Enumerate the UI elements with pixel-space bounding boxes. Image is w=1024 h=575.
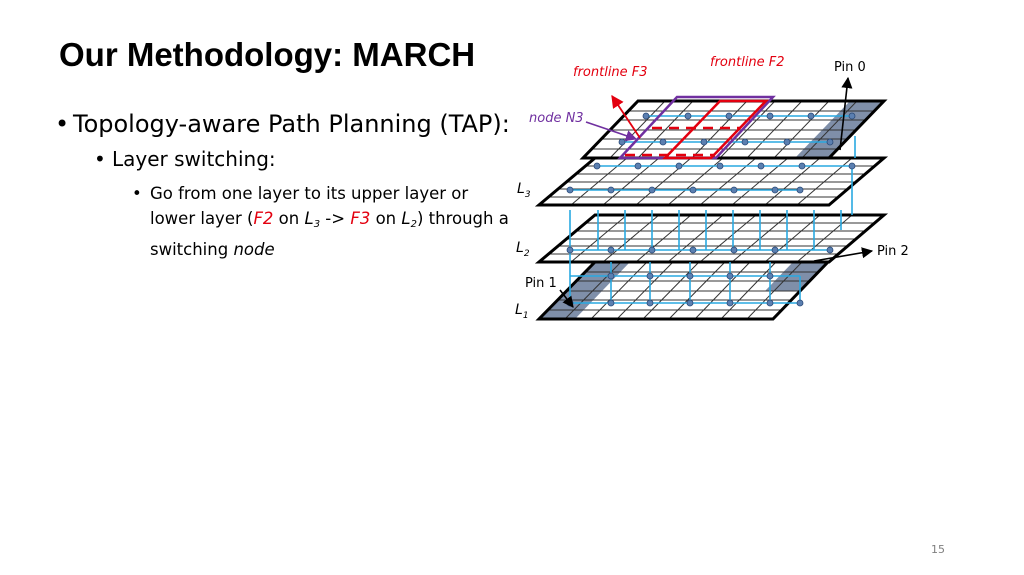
bullet-level1-text: Topology-aware Path Planning (TAP): [73,110,510,138]
bullet-level3: • Go from one layer to its upper layer or… [132,181,509,262]
pin2-label: Pin 2 [877,244,909,259]
layer-l1-label: L1 [515,302,529,321]
layer-l3-label: L3 [517,181,531,200]
bullet-level1: •Topology-aware Path Planning (TAP): [55,110,510,138]
routing-nodes [566,112,856,307]
bullet-level3-line2: lower layer (F2 on L3 -> F3 on L2) throu… [150,209,509,230]
frontline-f2-label: frontline F2 [710,55,785,70]
pin0-label: Pin 0 [834,60,866,75]
page-number: 15 [931,543,945,556]
layer-l2-label: L2 [516,240,530,259]
bullet-dot: • [55,110,70,138]
layer-l3 [534,156,889,207]
pin2-arrow [813,247,874,262]
bullet-dot: • [94,147,106,171]
node-n3-arrow [585,121,638,142]
layer-l2 [534,213,889,264]
pin1-arrow [559,289,574,308]
frontline-f3-ref: F3 [350,209,371,228]
pin1-label: Pin 1 [525,276,557,291]
pin0-arrow [839,76,853,151]
frontline-f3-label: frontline F3 [573,65,648,80]
frontline-f2-outline [662,99,769,160]
bullet-level2: •Layer switching: [94,147,276,171]
bullet-level3-line1: Go from one layer to its upper layer or [150,184,469,203]
bullet-level3-line3: switching node [150,240,275,259]
bullet-level2-text: Layer switching: [112,147,276,171]
layer-l1 [535,260,832,321]
node-n3-label: node N3 [529,111,584,126]
slide-title: Our Methodology: MARCH [59,36,476,73]
frontline-f2-ref: F2 [253,209,274,228]
bullet-dot: • [132,184,142,203]
